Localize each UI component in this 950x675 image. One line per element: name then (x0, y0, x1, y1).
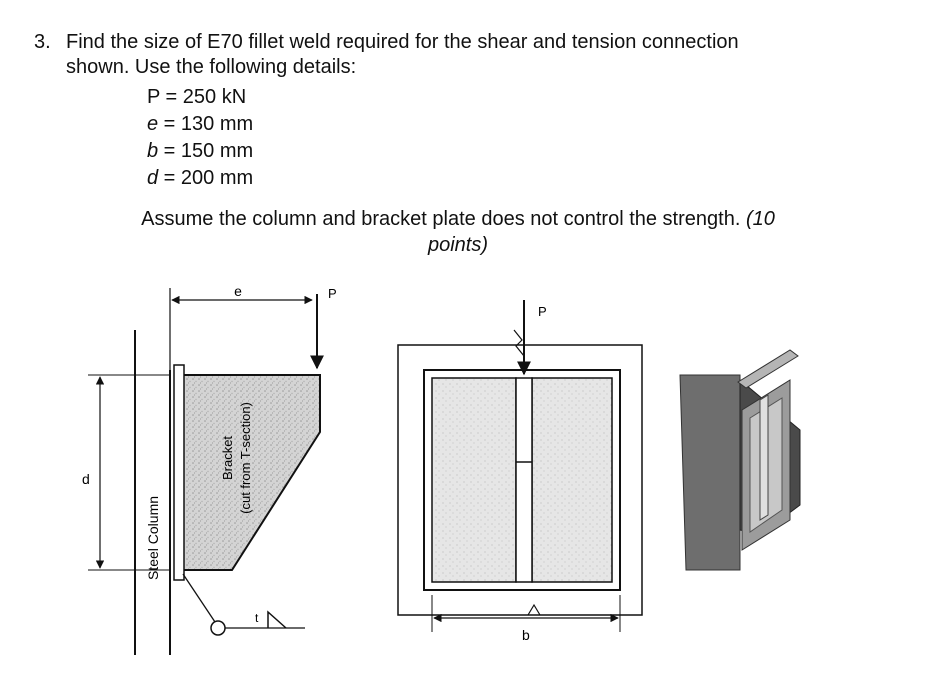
connection-diagram: e P Steel Column Bracket (cut from T-sec… (82, 283, 801, 655)
isometric-view (679, 349, 801, 571)
label-d: d (82, 471, 90, 487)
side-view: e P Steel Column Bracket (cut from T-sec… (82, 283, 337, 655)
column-face (679, 374, 741, 571)
assumption-text: Assume the column and bracket plate does… (141, 208, 775, 256)
question-stem: Find the size of E70 fillet weld require… (66, 30, 866, 80)
bracket-cut-label: (cut from T-section) (238, 402, 253, 514)
weld-all-around-icon (210, 620, 226, 636)
question-number: 3. (34, 31, 51, 53)
label-e: e (234, 283, 242, 299)
weld-leader (182, 573, 216, 623)
stem (515, 377, 533, 583)
label-b: b (522, 627, 530, 643)
front-view: P b (397, 300, 643, 643)
figure: e P Steel Column Bracket (cut from T-sec… (0, 270, 950, 670)
bracket-flange (173, 364, 185, 581)
question-line-2: shown. Use the following details: (66, 56, 357, 78)
param-e: e = 130 mm (147, 113, 254, 135)
bracket-label: Bracket (220, 436, 235, 480)
param-p: P = 250 kN (147, 86, 247, 108)
label-p-side: P (328, 286, 337, 301)
param-b: b = 150 mm (147, 140, 254, 162)
label-t: t (255, 611, 259, 625)
fillet-weld-icon (267, 610, 287, 629)
label-p-front: P (538, 304, 547, 319)
param-d: d = 200 mm (147, 167, 254, 189)
question-line-1: Find the size of E70 fillet weld require… (66, 31, 739, 53)
steel-column-label: Steel Column (145, 496, 161, 580)
weld-left (431, 377, 517, 583)
weld-right (531, 377, 613, 583)
parameter-list: P = 250 kN e = 130 mm b = 150 mm d = 200… (147, 84, 253, 192)
